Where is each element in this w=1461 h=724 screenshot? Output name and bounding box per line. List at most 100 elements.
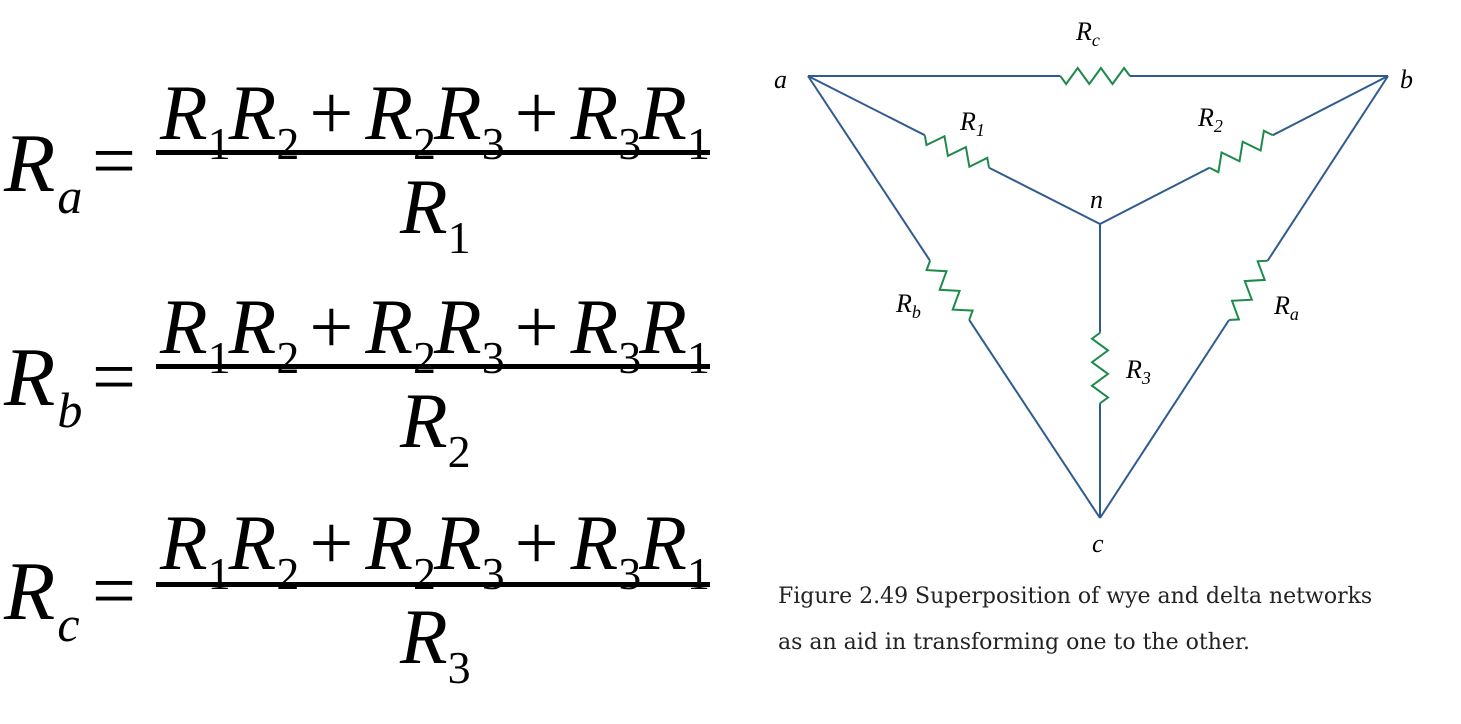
den-symbol: R: [400, 377, 448, 464]
resistors: [923, 66, 1274, 405]
resistor-rc: [1059, 66, 1131, 86]
equation-ra: Ra = R1R2+R2R3+R3R1 R1: [0, 70, 730, 290]
resistor-rc-label: Rc: [1075, 17, 1100, 50]
term-subscript: 1: [207, 118, 231, 169]
resistor-r3: [1090, 331, 1110, 405]
resistor-r2-label: R2: [1197, 103, 1223, 136]
numerator: R1R2+R2R3+R3R1: [160, 504, 710, 597]
numerator: R1R2+R2R3+R3R1: [160, 288, 710, 381]
plus-operator: +: [309, 69, 354, 156]
term-subscript: 2: [412, 118, 436, 169]
caption-line-2: as an aid in transforming one to the oth…: [778, 630, 1250, 655]
term-symbol: R: [433, 499, 482, 586]
den-symbol: R: [400, 163, 448, 250]
term-symbol: R: [570, 69, 619, 156]
term-symbol: R: [228, 283, 277, 370]
term-symbol: R: [228, 499, 277, 586]
figure-caption: Figure 2.49 Superposition of wye and del…: [778, 574, 1461, 666]
wire-bn-2: [1099, 166, 1210, 225]
wire-bn-1: [1272, 75, 1389, 137]
resistor-r3-label: R3: [1125, 355, 1151, 388]
fraction-bar: [156, 150, 710, 155]
node-b-label: b: [1400, 65, 1413, 94]
wires: [807, 75, 1389, 519]
node-a-label: a: [774, 65, 787, 94]
term-symbol: R: [365, 499, 413, 586]
term-subscript: 1: [207, 332, 231, 383]
plus-operator: +: [309, 283, 354, 370]
lhs-symbol: R: [4, 331, 56, 424]
resistor-ra-label: Ra: [1273, 291, 1299, 324]
term-subscript: 3: [481, 332, 505, 383]
term-subscript: 3: [481, 118, 505, 169]
den-symbol: R: [400, 593, 448, 680]
den-subscript: 2: [447, 426, 471, 477]
term-subscript: 1: [686, 548, 710, 599]
term-subscript: 2: [412, 332, 436, 383]
term-subscript: 1: [686, 332, 710, 383]
term-subscript: 1: [207, 548, 231, 599]
plus-operator: +: [514, 499, 559, 586]
wire-bc-2: [1099, 319, 1230, 519]
term-subscript: 2: [276, 118, 299, 169]
node-n-label: n: [1090, 185, 1103, 214]
term-symbol: R: [160, 499, 208, 586]
term-symbol: R: [160, 283, 208, 370]
resistor-ra: [1228, 259, 1268, 321]
node-c-label: c: [1092, 529, 1104, 558]
lhs-symbol: R: [4, 545, 56, 638]
equation-rb: Rb = R1R2+R2R3+R3R1 R2: [0, 288, 730, 508]
wire-ac-2: [968, 319, 1101, 519]
term-subscript: 3: [618, 548, 641, 599]
term-symbol: R: [639, 499, 687, 586]
resistor-r1: [923, 134, 991, 169]
term-symbol: R: [365, 283, 413, 370]
term-symbol: R: [570, 283, 619, 370]
wire-bc-1: [1266, 75, 1389, 262]
lhs-subscript: a: [57, 168, 83, 224]
plus-operator: +: [514, 69, 559, 156]
lhs-subscript: c: [57, 596, 80, 652]
plus-operator: +: [514, 283, 559, 370]
wire-an-1: [807, 75, 926, 137]
resistor-r1-label: R1: [959, 107, 985, 140]
term-symbol: R: [570, 499, 619, 586]
numerator: R1R2+R2R3+R3R1: [160, 74, 710, 167]
denominator: R1: [400, 168, 471, 261]
resistor-rb: [925, 260, 975, 321]
term-symbol: R: [228, 69, 277, 156]
equation-lhs: Ra: [4, 122, 82, 222]
wire-an-2: [988, 166, 1101, 225]
equals-sign: =: [92, 117, 136, 204]
term-subscript: 2: [276, 548, 299, 599]
fraction-bar: [156, 582, 710, 587]
equation-rc: Rc = R1R2+R2R3+R3R1 R3: [0, 504, 730, 724]
term-subscript: 1: [686, 118, 710, 169]
lhs-subscript: b: [57, 382, 83, 438]
fraction-bar: [156, 364, 710, 369]
resistor-rb-label: Rb: [895, 289, 921, 322]
term-subscript: 3: [481, 548, 505, 599]
term-symbol: R: [433, 283, 482, 370]
resistor-r2: [1208, 129, 1274, 174]
equals-sign: =: [92, 547, 136, 634]
term-symbol: R: [433, 69, 482, 156]
term-subscript: 3: [618, 332, 641, 383]
wye-delta-circuit: a b n c Rc R1 R2 Rb Ra R3: [774, 17, 1413, 558]
equation-lhs: Rc: [4, 550, 80, 650]
term-subscript: 2: [276, 332, 299, 383]
term-subscript: 3: [618, 118, 641, 169]
term-symbol: R: [365, 69, 413, 156]
den-subscript: 3: [447, 642, 471, 693]
plus-operator: +: [309, 499, 354, 586]
equation-lhs: Rb: [4, 336, 82, 436]
term-subscript: 2: [412, 548, 436, 599]
den-subscript: 1: [447, 212, 471, 263]
caption-line-1: Figure 2.49 Superposition of wye and del…: [778, 584, 1373, 609]
wire-ac-1: [807, 75, 931, 262]
denominator: R3: [400, 598, 471, 691]
term-symbol: R: [639, 69, 687, 156]
term-symbol: R: [639, 283, 687, 370]
term-symbol: R: [160, 69, 208, 156]
denominator: R2: [400, 382, 471, 475]
